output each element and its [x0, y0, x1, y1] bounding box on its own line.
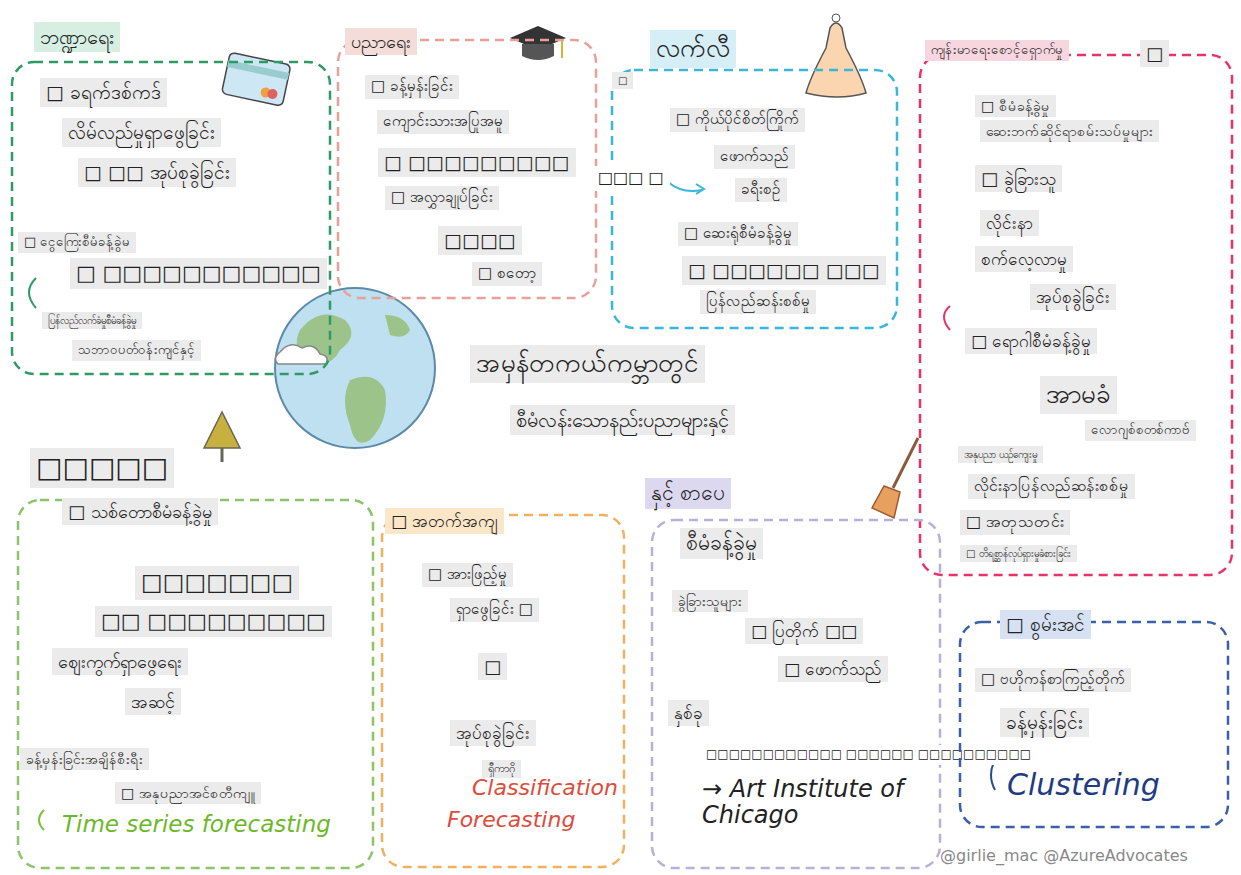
topic-text: □ တိရစ္ဆာန်လုပ်ရှားမှုခံစားခြင်း — [960, 545, 1077, 562]
topic-text: □ ဗဟိုကန်စာကြည့်တိုက် — [975, 668, 1131, 692]
topic-text: စီမံခန့်ခွဲမှု — [680, 528, 763, 559]
topic-text: □□□□□□□□□□□□ □□□□□□ □□□□□□□□□□ — [700, 745, 1037, 765]
topic-text: □ ငွေကြေးစီမံခန့်ခွဲမ — [18, 232, 136, 253]
topic-text: □□□□ — [438, 226, 522, 255]
topic-text: □□□□□□□ — [135, 566, 299, 600]
topic-text: ဘဏ္ဍာရေး — [34, 22, 120, 52]
outline-path — [920, 55, 1232, 575]
handwritten-label: Forecasting — [445, 808, 577, 832]
topic-text: နှင့် စာပေ — [645, 478, 731, 509]
topic-text: လက်လီ — [650, 30, 736, 68]
outline-path — [12, 62, 330, 374]
topic-text: ခရီးစဉ် — [735, 178, 787, 202]
topic-text: သဘာဝပတ်ဝန်းကျင်နှင့် — [72, 340, 201, 361]
topic-text: □ ဆေးရုံစီမံခန့်ခွဲမှု — [678, 222, 798, 246]
topic-text: □ — [612, 72, 633, 89]
topic-text: အနုပညာ ယဉ်ကျေးမှု — [958, 446, 1043, 463]
topic-text: □ □□□□□□□□□□□ — [70, 258, 327, 289]
topic-text: ရှာဖွေခြင်း □ — [450, 598, 539, 622]
topic-region: □ စွမ်းအင် □ ဗဟိုကန်စာကြည့်တိုက်ခန့်မှန်း… — [955, 600, 1235, 850]
handwritten-label: Time series forecasting — [60, 812, 333, 837]
topic-region: ကျန်းမာရေးစောင့်ရှောက်မှု □ □ စီမံခန့်ခွဲမ… — [915, 15, 1237, 590]
topic-text: □ ကိုယ်ပိုင်စိတ်ကြိုက် — [670, 108, 805, 132]
topic-region: ပညာရေး □ ခန့်မှန်းခြင်းကျောင်းသားအပြုအမူ □… — [335, 20, 600, 300]
topic-text: ပညာရေး — [345, 28, 417, 55]
topic-text: အုပ်စုခွဲခြင်း — [1030, 284, 1116, 310]
dress-icon — [806, 14, 866, 97]
topic-text: □ အလွှာချုပ်ခြင်း — [385, 186, 499, 210]
topic-text: □ □□ အုပ်စုခွဲခြင်း — [78, 158, 236, 187]
topic-text: ပြန်လည်လက်ခံမှုစီမံခန့်ခွဲမှု — [42, 312, 142, 329]
topic-text: □ စီမံခန့်ခွဲမှု — [975, 95, 1056, 117]
topic-text: □ သစ်တောစီမံခန့်ခွဲမှု — [62, 498, 218, 525]
topic-text: □ — [478, 653, 507, 680]
doodle-bracket — [29, 278, 36, 308]
topic-text: ကျန်းမာရေးစောင့်ရှောက်မှု — [925, 40, 1069, 61]
topic-text: □ အနုပညာအင်စတီကျူ — [115, 782, 261, 804]
handwritten-label: Classification — [470, 776, 620, 800]
topic-text: အုပ်စုခွဲခြင်း — [450, 720, 536, 746]
tree-icon — [204, 412, 240, 462]
card-icon — [221, 52, 290, 106]
topic-region: □ အတက်အကျ □ အားဖြည့်မှုရှာဖွေခြင်း □ □ အုပ်… — [375, 495, 665, 870]
outline-path — [382, 515, 624, 867]
topic-text: □ □□□□□□ □□□ — [682, 256, 886, 285]
topic-text: □ ပြတိုက် □□ — [745, 618, 863, 644]
topic-text: □ အားဖြည့်မှု — [422, 563, 513, 587]
topic-text: စီမံလန်းသောနည်းပညာများနှင့် — [510, 405, 735, 435]
globe-illustration — [275, 288, 435, 448]
topic-text: ခွဲခြားသူများ — [672, 590, 748, 612]
topic-text: လိုင်းနာ — [980, 210, 1039, 236]
topic-text: □□ □□□□□□□□□ — [95, 606, 332, 637]
doodle-arrow — [668, 182, 702, 191]
cap-icon — [510, 26, 566, 60]
topic-text: □ စတော့ — [472, 262, 542, 286]
topic-region: □□□□□ □ သစ်တောစီမံခန့်ခွဲမှု □□□□□□□ □□ □□□… — [10, 410, 430, 870]
topic-text: □ ခရက်ဒစ်ကဒ် — [40, 78, 167, 107]
dashed-outline — [955, 600, 1235, 850]
topic-text: လိုင်းနာပြန်လည်ဆန်းစစ်မှု — [968, 474, 1135, 499]
topic-text: လောဂျစ်စတစ်ကာဗ် — [1085, 420, 1196, 441]
topic-text: □ ခွဲခြားသူ — [975, 165, 1062, 192]
topic-text: ဆေးဘက်ဆိုင်ရာစမ်းသပ်မှုများ — [980, 120, 1159, 142]
topic-text: □ — [1140, 40, 1169, 67]
doodle-arrow-head — [696, 184, 704, 194]
topic-text: ပြန်လည်ဆန်းစစ်မှု — [700, 290, 816, 314]
outline-path — [18, 500, 373, 868]
topic-text: □ ရောဂါစီမံခန့်ခွဲမှု — [965, 328, 1097, 354]
topic-text: ခန့်မှန်းခြင်းအချိန်စီးရီး — [20, 748, 149, 770]
topic-text: □ ဖောက်သည် — [778, 656, 888, 682]
topic-text: အဆင့် — [125, 688, 181, 715]
handwritten-label: Clustering — [1005, 768, 1162, 801]
doodle-bracket — [39, 810, 44, 830]
topic-text: ဖောက်သည် — [714, 145, 795, 169]
outline-path — [338, 40, 596, 298]
topic-text: အာမခံ — [1040, 376, 1117, 414]
topic-text: ကျောင်းသားအပြုအမူ — [377, 110, 509, 134]
handwritten-label: → Art Institute of Chicago — [700, 776, 954, 829]
credit-note: @girlie_mac @AzureAdvocates — [940, 846, 1188, 865]
topic-text: □□□□□ — [30, 448, 174, 488]
topic-text: နှစ်ခု — [668, 700, 709, 726]
topic-text: ဈေးကွက်ရှာဖွေရေး — [52, 648, 188, 675]
topic-text: □ ခန့်မှန်းခြင်း — [365, 75, 459, 99]
topic-text: အမှန်တကယ်ကမ္ဘာတွင် — [470, 345, 705, 383]
topic-text: □ စွမ်းအင် — [1000, 610, 1091, 639]
topic-text: လိမ်လည်မှုရှာဖွေခြင်း — [62, 118, 221, 147]
topic-text: □□□ □ — [592, 166, 670, 191]
topic-text: □ □□□□□□□□□ — [378, 148, 576, 177]
topic-text: စက်လေ့လာမှု — [975, 246, 1073, 272]
topic-text: □ အတက်အကျ — [385, 508, 504, 534]
outline-path — [960, 622, 1228, 827]
broom-icon — [872, 438, 918, 518]
topic-region: ဘဏ္ဍာရေး □ ခရက်ဒစ်ကဒ်လိမ်လည်မှုရှာဖွေခြင်… — [8, 15, 333, 380]
topic-text: ခန့်မှန်းခြင်း — [1000, 708, 1089, 737]
topic-region: လက်လီ □ □ ကိုယ်ပိုင်စိတ်ကြိုက် □□□ □ ဖောက်သည… — [588, 20, 903, 332]
topic-text: □ အတုသတင်း — [960, 510, 1070, 535]
doodle-arrow — [944, 306, 950, 330]
outline-path — [612, 70, 897, 328]
topic-region: နှင့် စာပေစီမံခန့်ခွဲမှုခွဲခြားသူများ □ ပ… — [640, 470, 955, 870]
title-band: အမှန်တကယ်ကမ္ဘာတွင်စီမံလန်းသောနည်းပညာများ… — [372, 338, 917, 450]
